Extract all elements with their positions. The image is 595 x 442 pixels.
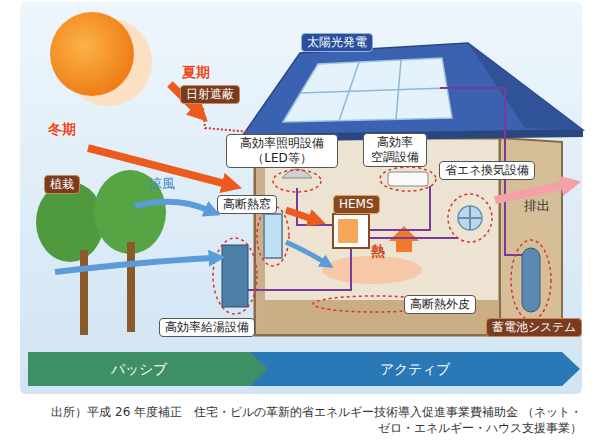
fan-blade xyxy=(458,206,482,230)
roof-hip xyxy=(468,43,583,130)
band-fill xyxy=(228,352,580,386)
label-box: 高効率 空調設備 xyxy=(363,133,427,167)
label-box: 蓄電池システム xyxy=(486,318,582,337)
roof xyxy=(243,43,583,135)
box-text: 高断熱窓 xyxy=(223,197,271,212)
band-text: アクティブ xyxy=(268,352,562,386)
box-text: 高効率 空調設備 xyxy=(369,135,421,165)
sun-ray-arrow xyxy=(286,210,312,219)
tree-trunk xyxy=(80,250,88,335)
box-text: 高断熱外皮 xyxy=(410,297,470,312)
hems-panel xyxy=(333,214,369,248)
box-text: 太陽光発電 xyxy=(307,35,367,50)
box-text: 高効率給湯設備 xyxy=(165,320,249,335)
label-box: HEMS xyxy=(333,195,380,214)
label-box: 高断熱窓 xyxy=(217,195,277,214)
box-text: 植栽 xyxy=(50,177,74,192)
label-box: 高断熱外皮 xyxy=(404,295,476,314)
box-text: 高効率照明設備 （LED等） xyxy=(232,136,332,166)
panel-grid xyxy=(300,88,447,93)
focus-ring xyxy=(511,240,551,320)
tree-trunk xyxy=(127,242,135,332)
label-box: 太陽光発電 xyxy=(301,33,373,52)
heat-glow xyxy=(322,256,422,284)
focus-ring xyxy=(213,238,257,314)
band-arrow: アクティブ xyxy=(228,352,580,386)
sun xyxy=(50,12,134,96)
band-arrow: パッシブ xyxy=(28,352,268,386)
label-box: 植栽 xyxy=(44,175,80,194)
annotation: 熱 xyxy=(371,243,385,261)
label-box: 省エネ換気設備 xyxy=(439,161,535,180)
annotation: 涼風 xyxy=(149,175,175,193)
source-caption: 出所）平成 26 年度補正 住宅・ビルの革新的省エネルギー技術導入促進事業費補助… xyxy=(42,404,582,436)
wire xyxy=(297,188,333,225)
window xyxy=(264,214,282,258)
breeze-arrow xyxy=(55,258,212,272)
water-heater xyxy=(222,245,248,307)
tree-canopy xyxy=(36,182,104,262)
label-box: 高効率給湯設備 xyxy=(159,318,255,337)
label-box: 日射遮蔽 xyxy=(180,85,240,104)
focus-ring xyxy=(257,206,289,266)
band-text: パッシブ xyxy=(28,352,250,386)
air-conditioner xyxy=(388,172,428,186)
shading-eave xyxy=(203,108,250,132)
focus-ring xyxy=(380,167,436,191)
breeze-arrow xyxy=(286,242,324,262)
band-fill xyxy=(28,352,268,386)
vent-fan xyxy=(458,206,482,230)
wire xyxy=(369,237,458,239)
box-text: 蓄電池システム xyxy=(492,320,576,335)
solar-panel xyxy=(283,58,452,122)
exhaust-arrow xyxy=(495,185,565,200)
focus-ring xyxy=(273,170,321,192)
annotation: 冬期 xyxy=(48,121,76,139)
annotation: 夏期 xyxy=(182,64,210,82)
breeze-arrow xyxy=(135,202,208,210)
hems-screen xyxy=(338,219,358,243)
box-text: HEMS xyxy=(339,197,374,212)
box-text: 日射遮蔽 xyxy=(186,87,234,102)
focus-ring xyxy=(448,194,492,242)
label-box: 高効率照明設備 （LED等） xyxy=(226,134,338,168)
box-text: 省エネ換気設備 xyxy=(445,163,529,178)
background-panel xyxy=(20,2,582,394)
annotation: 排出 xyxy=(524,197,550,215)
battery xyxy=(522,248,540,312)
